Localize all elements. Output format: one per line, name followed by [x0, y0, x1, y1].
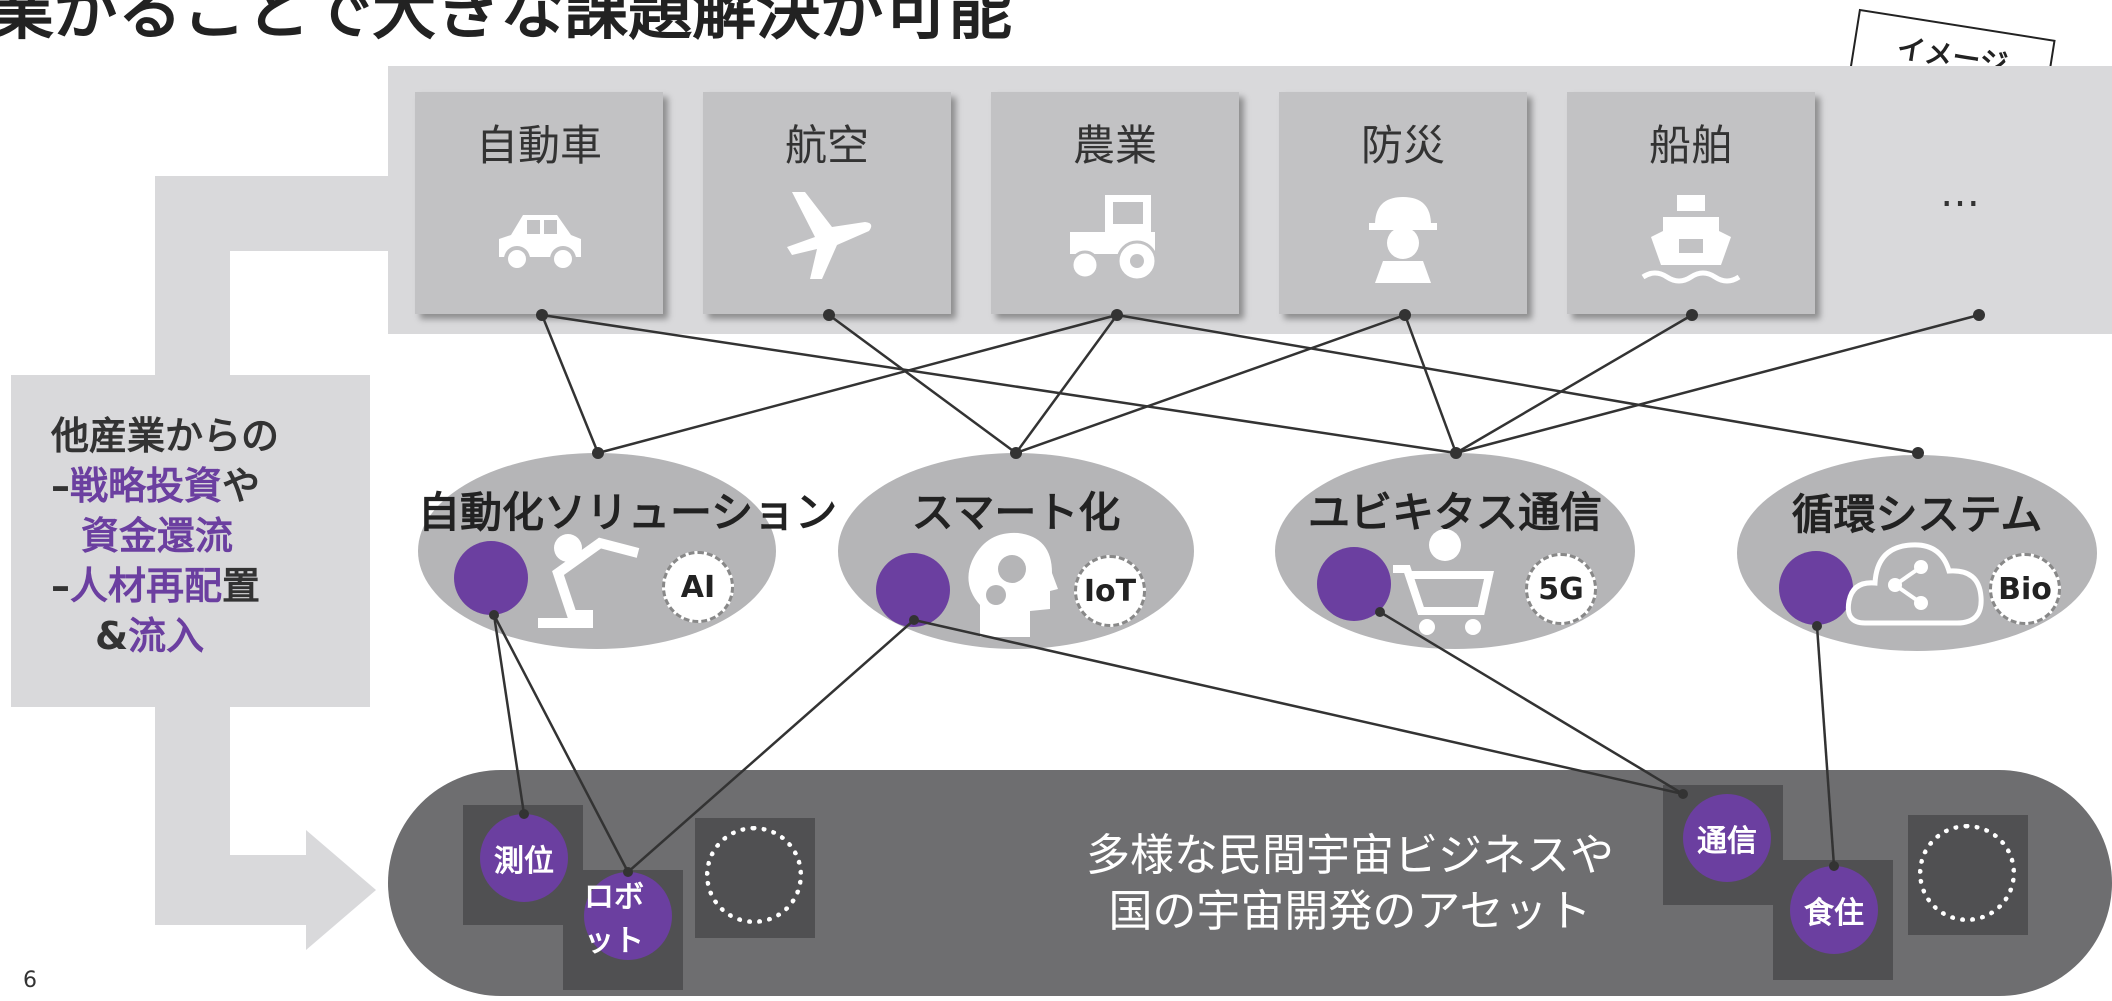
ship-icon — [1641, 195, 1741, 284]
tech-label: スマート化 — [911, 488, 1121, 537]
tech-smart: スマート化 IoT — [838, 453, 1194, 649]
ampersand: & — [95, 614, 129, 658]
industry-label: 船舶 — [1648, 121, 1733, 170]
tech-node — [876, 553, 950, 627]
tractor-icon — [1070, 195, 1158, 282]
side-line: 資金還流 — [51, 511, 279, 561]
tech-label: 自動化ソリューション — [418, 488, 838, 537]
side-line: 他産業からの — [51, 414, 280, 458]
rescue-helmet-icon — [1369, 197, 1437, 283]
cloud-network-icon — [1845, 542, 1984, 626]
industry-card-disaster-prevention: 防災 — [1279, 92, 1527, 314]
tech-automation: 自動化ソリューション AI — [418, 453, 838, 649]
tech-badge: 5G — [1525, 553, 1597, 625]
airplane-icon — [787, 192, 872, 279]
asset-line: 多様な民間宇宙ビジネスや — [1086, 830, 1614, 881]
highlight-text: 流入 — [128, 614, 205, 658]
asset-description: 多様な民間宇宙ビジネスや 国の宇宙開発のアセット — [840, 828, 1860, 940]
cart-bulb-icon — [1393, 529, 1494, 635]
highlight-text: 人材再配 — [70, 564, 223, 608]
industry-band — [388, 66, 2112, 334]
page-number: 6 — [23, 968, 37, 993]
tech-node — [454, 541, 528, 615]
asset-line: 国の宇宙開発のアセット — [1108, 886, 1592, 937]
industry-label: 自動車 — [475, 121, 602, 170]
industries-more: … — [1940, 170, 1984, 216]
dash: – — [51, 564, 70, 608]
flow-arrow-head — [306, 830, 376, 950]
asset-node-empty — [705, 826, 803, 924]
industry-card-aviation: 航空 — [703, 92, 951, 314]
tech-badge: Bio — [1989, 553, 2061, 625]
asset-node-communication: 通信 — [1683, 794, 1771, 882]
car-icon — [499, 215, 581, 272]
industry-label: 防災 — [1360, 121, 1445, 170]
side-text-tail: や — [222, 464, 261, 508]
dash: – — [51, 464, 70, 508]
tech-circular: 循環システム Bio — [1737, 455, 2097, 651]
tech-badge: IoT — [1074, 555, 1146, 627]
tech-badge: AI — [662, 551, 734, 623]
industry-card-agriculture: 農業 — [991, 92, 1239, 314]
side-box: 他産業からの –戦略投資や 資金還流 –人材再配置 &流入 — [11, 375, 370, 707]
tech-ubiquitous: ユビキタス通信 5G — [1275, 453, 1635, 649]
side-line: –人材再配置 — [51, 561, 279, 611]
industry-label: 航空 — [784, 121, 869, 170]
side-line: &流入 — [51, 611, 279, 661]
side-text-tail: 置 — [222, 564, 261, 608]
brain-gear-icon — [968, 532, 1058, 637]
highlight-text: 資金還流 — [81, 514, 234, 558]
tech-label: 循環システム — [1791, 490, 2043, 539]
flow-arrow-bottom-branch — [155, 855, 315, 925]
asset-node-empty — [1918, 824, 2016, 922]
asset-node-positioning: 測位 — [480, 814, 568, 902]
robot-arm-icon — [538, 534, 640, 628]
page-title: 業がることで大きな課題解決が可能 — [0, 0, 1013, 49]
industry-card-shipping: 船舶 — [1567, 92, 1815, 314]
industry-label: 農業 — [1072, 121, 1157, 170]
side-line: –戦略投資や — [51, 461, 279, 511]
industry-card-automobile: 自動車 — [415, 92, 663, 314]
side-box-text: 他産業からの –戦略投資や 資金還流 –人材再配置 &流入 — [51, 411, 279, 661]
highlight-text: 戦略投資 — [70, 464, 223, 508]
asset-node-food-housing: 食住 — [1790, 866, 1878, 954]
tech-node — [1779, 551, 1853, 625]
flow-arrow-top-branch — [155, 176, 405, 251]
tech-label: ユビキタス通信 — [1307, 488, 1602, 537]
